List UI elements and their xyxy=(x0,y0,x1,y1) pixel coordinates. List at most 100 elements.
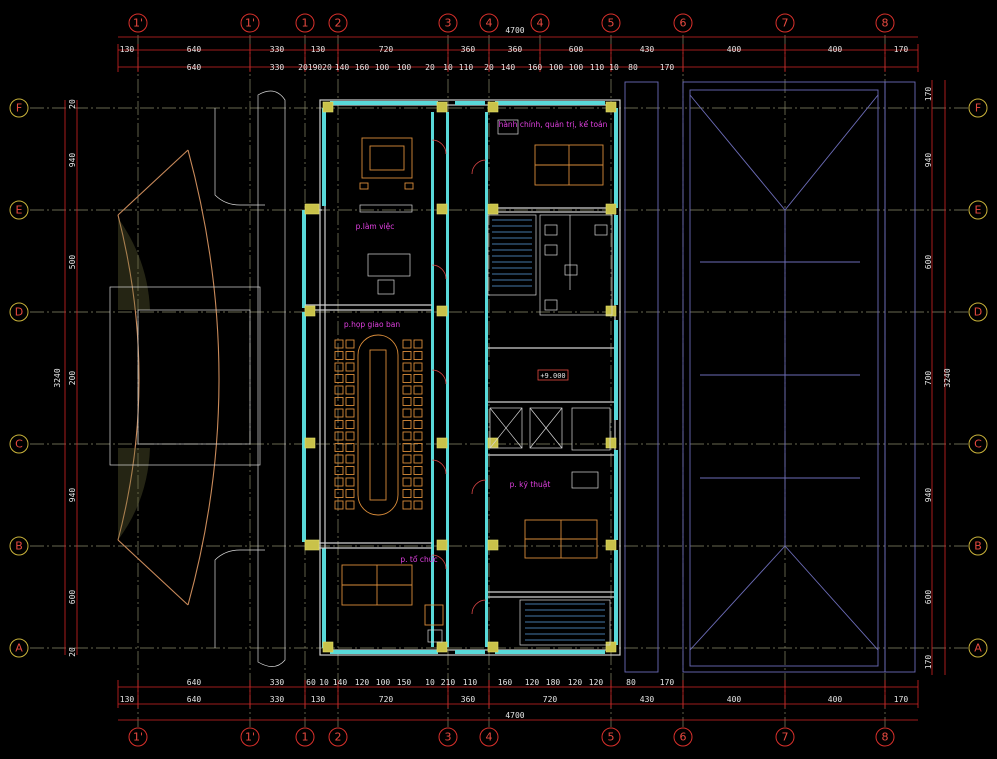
svg-text:8: 8 xyxy=(882,731,889,744)
grid-bubble: 5 xyxy=(601,727,621,747)
stair-core-bottom xyxy=(519,599,611,646)
svg-text:600: 600 xyxy=(924,590,933,605)
svg-text:200: 200 xyxy=(68,371,77,386)
room-label-work: p.làm việc xyxy=(356,222,395,231)
svg-text:360: 360 xyxy=(508,45,523,54)
svg-text:170: 170 xyxy=(924,655,933,670)
grid-bubble: 2 xyxy=(328,13,348,33)
svg-text:190: 190 xyxy=(308,63,323,72)
chair xyxy=(402,443,412,452)
grid-bubble: 1 xyxy=(295,727,315,747)
chair xyxy=(402,477,412,487)
grid-bubble: 8 xyxy=(875,727,895,747)
chair xyxy=(402,339,412,349)
work-room-furniture xyxy=(359,137,414,295)
chair xyxy=(402,408,412,418)
svg-text:6: 6 xyxy=(680,731,687,744)
svg-text:C: C xyxy=(974,438,982,451)
chair xyxy=(334,397,344,406)
svg-text:100: 100 xyxy=(549,63,564,72)
room-label-tech: p. kỹ thuật xyxy=(510,480,551,489)
svg-text:330: 330 xyxy=(270,63,285,72)
grid-bubble: E xyxy=(968,200,988,220)
svg-text:20: 20 xyxy=(322,63,332,72)
entrance-canopy xyxy=(109,90,286,667)
svg-text:2: 2 xyxy=(335,17,342,30)
chair xyxy=(345,374,355,383)
svg-text:110: 110 xyxy=(459,63,474,72)
chair xyxy=(413,408,423,418)
svg-text:180: 180 xyxy=(546,678,561,687)
chair xyxy=(402,362,412,372)
chair xyxy=(413,374,423,383)
svg-text:10: 10 xyxy=(319,678,329,687)
chair xyxy=(402,466,412,475)
svg-text:1: 1 xyxy=(302,731,309,744)
chair xyxy=(413,431,423,441)
svg-text:140: 140 xyxy=(333,678,348,687)
svg-text:720: 720 xyxy=(379,695,394,704)
svg-text:B: B xyxy=(15,540,23,553)
chair xyxy=(345,466,355,475)
svg-text:640: 640 xyxy=(187,695,202,704)
svg-text:1': 1' xyxy=(133,731,143,744)
svg-text:130: 130 xyxy=(120,45,135,54)
svg-text:640: 640 xyxy=(187,45,202,54)
grid-bubble: A xyxy=(9,638,29,658)
chair xyxy=(334,385,344,395)
grid-bubble: B xyxy=(9,536,29,556)
chair xyxy=(345,397,355,406)
stair-core-top xyxy=(487,214,613,316)
svg-text:120: 120 xyxy=(568,678,583,687)
svg-text:160: 160 xyxy=(498,678,513,687)
chair xyxy=(345,489,355,498)
svg-text:20: 20 xyxy=(298,63,308,72)
dim-overall-bottom: 4700 xyxy=(505,711,524,720)
svg-text:120: 120 xyxy=(355,678,370,687)
svg-text:330: 330 xyxy=(270,678,285,687)
svg-text:7: 7 xyxy=(782,731,789,744)
svg-text:120: 120 xyxy=(525,678,540,687)
dim-row-top-2: 640 330 20 190 20 140 160 100 100 20 10 … xyxy=(187,63,675,72)
chair xyxy=(334,431,344,441)
chair xyxy=(402,489,412,498)
chair xyxy=(334,500,344,510)
svg-text:430: 430 xyxy=(640,45,655,54)
svg-text:940: 940 xyxy=(924,488,933,503)
chair xyxy=(402,420,412,429)
admin-room-furniture xyxy=(497,119,604,186)
svg-text:130: 130 xyxy=(311,45,326,54)
svg-text:A: A xyxy=(15,642,23,655)
grid-bubble: A xyxy=(968,638,988,658)
svg-text:110: 110 xyxy=(590,63,605,72)
grid-bubble: 4 xyxy=(479,13,499,33)
svg-text:4: 4 xyxy=(486,17,493,30)
chair xyxy=(402,397,412,406)
svg-text:10: 10 xyxy=(443,63,453,72)
level-marker: +9.000 xyxy=(537,369,569,381)
chair xyxy=(413,443,423,452)
chair xyxy=(345,454,355,464)
grid-bubble: 2 xyxy=(328,727,348,747)
svg-text:160: 160 xyxy=(355,63,370,72)
svg-text:E: E xyxy=(975,204,982,217)
svg-text:4: 4 xyxy=(486,731,493,744)
chair xyxy=(334,489,344,498)
chair xyxy=(334,351,344,360)
grid-lines xyxy=(30,35,968,727)
svg-text:600: 600 xyxy=(569,45,584,54)
chair xyxy=(413,351,423,360)
svg-text:170: 170 xyxy=(894,695,909,704)
svg-text:100: 100 xyxy=(397,63,412,72)
grid-bubble: C xyxy=(9,434,29,454)
svg-text:D: D xyxy=(974,306,982,319)
svg-text:400: 400 xyxy=(727,695,742,704)
bottom-dimensions: 4700 640 330 60 10 140 120 100 150 10 21… xyxy=(117,678,919,721)
svg-text:110: 110 xyxy=(463,678,478,687)
elevator-core xyxy=(489,407,611,451)
svg-text:3: 3 xyxy=(445,17,452,30)
chair xyxy=(345,408,355,418)
chair xyxy=(345,477,355,487)
svg-text:1': 1' xyxy=(245,731,255,744)
grid-bubble: 7 xyxy=(775,727,795,747)
